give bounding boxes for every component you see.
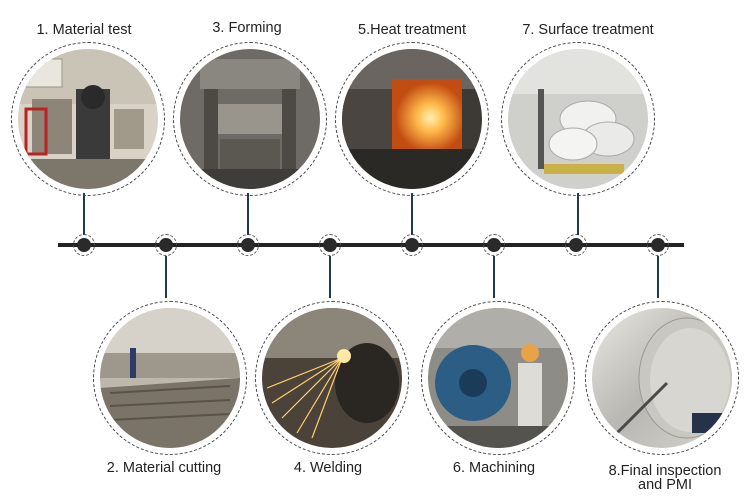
step-label-3: 3. Forming (212, 20, 282, 36)
stem-5 (411, 193, 413, 235)
photo-ring-5 (335, 42, 489, 196)
timeline-node-2 (159, 238, 173, 252)
stem-1 (83, 193, 85, 235)
timeline-node-ring-4 (319, 234, 341, 256)
step-label-4: 4. Welding (293, 460, 363, 476)
step-label-8-line1: 8.Final inspection (608, 463, 722, 479)
timeline-node-7 (569, 238, 583, 252)
timeline-line (58, 243, 684, 247)
welding-sparks-photo (262, 308, 402, 448)
timeline-node-4 (323, 238, 337, 252)
photo-ring-2 (93, 301, 247, 455)
stem-8 (657, 256, 659, 298)
surface-treatment-elbows-photo (508, 49, 648, 189)
machining-worker-photo (428, 308, 568, 448)
stem-2 (165, 256, 167, 298)
final-inspection-pipe-photo (592, 308, 732, 448)
step-label-8-line2: and PMI (638, 477, 692, 493)
material-cutting-photo (100, 308, 240, 448)
timeline-node-ring-8 (647, 234, 669, 256)
stem-3 (247, 193, 249, 235)
timeline-node-1 (77, 238, 91, 252)
material-test-photo (18, 49, 158, 189)
step-label-5: 5.Heat treatment (358, 22, 466, 38)
timeline-node-ring-6 (483, 234, 505, 256)
heat-treatment-furnace-photo (342, 49, 482, 189)
photo-ring-3 (173, 42, 327, 196)
step-label-2: 2. Material cutting (106, 460, 222, 476)
step-label-6: 6. Machining (452, 460, 536, 476)
timeline-node-6 (487, 238, 501, 252)
photo-ring-8 (585, 301, 739, 455)
step-label-8: 8.Final inspection and PMI (600, 463, 730, 493)
forming-press-photo (180, 49, 320, 189)
timeline-node-3 (241, 238, 255, 252)
photo-ring-7 (501, 42, 655, 196)
photo-ring-4 (255, 301, 409, 455)
timeline-node-5 (405, 238, 419, 252)
timeline-node-8 (651, 238, 665, 252)
stem-4 (329, 256, 331, 298)
stem-6 (493, 256, 495, 298)
step-label-1: 1. Material test (36, 22, 132, 38)
timeline-node-ring-7 (565, 234, 587, 256)
timeline-node-ring-2 (155, 234, 177, 256)
photo-ring-6 (421, 301, 575, 455)
stem-7 (577, 193, 579, 235)
step-label-7: 7. Surface treatment (522, 22, 654, 38)
photo-ring-1 (11, 42, 165, 196)
